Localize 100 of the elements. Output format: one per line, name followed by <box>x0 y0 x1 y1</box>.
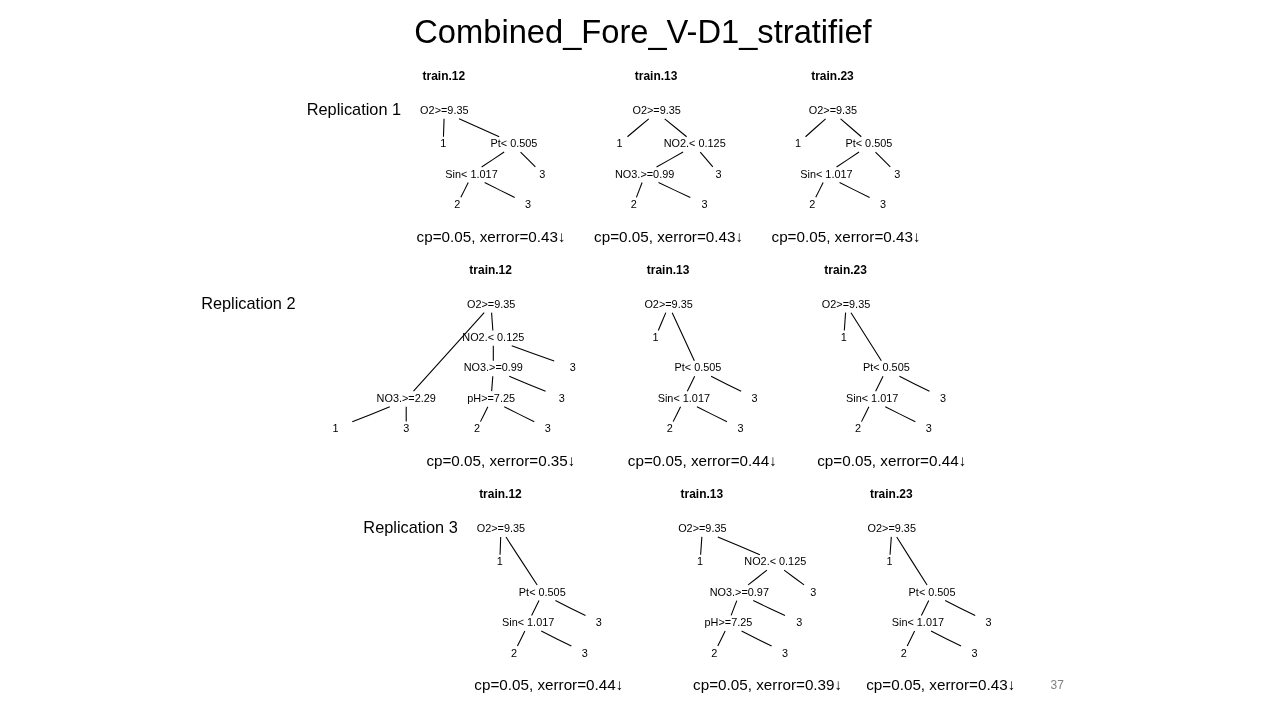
connector <box>849 312 882 362</box>
node-text: NO2.< 0.125 <box>461 330 524 343</box>
node-text: pH>=7.25 <box>704 616 752 629</box>
connector <box>920 600 929 616</box>
node-text: O2>=9.35 <box>631 103 681 116</box>
label: cp=0.05, xerror=0.43↓ <box>593 227 743 245</box>
connector <box>930 630 962 647</box>
node-text: 1 <box>794 137 801 150</box>
connector <box>860 406 869 423</box>
connector <box>906 630 915 647</box>
node-text: Sin< 1.017 <box>444 167 498 180</box>
label: 37 <box>1050 678 1064 693</box>
label: cp=0.05, xerror=0.39↓ <box>692 676 842 694</box>
node-text: NO3.>=0.99 <box>614 167 674 180</box>
connector <box>442 118 445 138</box>
connector <box>686 375 695 392</box>
connector <box>657 182 691 199</box>
label: train.13 <box>646 262 689 277</box>
node-text: Pt< 0.505 <box>674 361 721 374</box>
node-text: Sin< 1.017 <box>891 616 944 629</box>
label: cp=0.05, xerror=0.43↓ <box>865 676 1015 694</box>
label: train.13 <box>634 68 677 83</box>
connector <box>508 375 546 392</box>
connector <box>671 312 695 362</box>
node-text: Pt< 0.505 <box>844 137 892 150</box>
connector <box>657 312 666 332</box>
node-text: 1 <box>840 330 847 343</box>
node-text: 3 <box>795 616 802 629</box>
connector <box>814 182 824 198</box>
node-text: 3 <box>715 167 722 180</box>
node-text: 3 <box>893 167 900 180</box>
connector <box>874 375 884 392</box>
connector <box>699 536 702 556</box>
node-text: O2>=9.35 <box>643 297 693 310</box>
node-text: 3 <box>544 422 551 435</box>
node-text: 3 <box>781 646 788 659</box>
node-text: 1 <box>886 555 893 568</box>
node-text: Pt< 0.505 <box>908 585 955 598</box>
connector <box>716 536 760 556</box>
connector <box>804 118 826 138</box>
connector <box>838 182 870 199</box>
label: train.23 <box>869 487 913 501</box>
node-text: Sin< 1.017 <box>501 616 554 629</box>
node-text: 1 <box>696 555 703 568</box>
node-text: 3 <box>581 646 588 659</box>
label: train.12 <box>422 68 465 83</box>
node-text: O2>=9.35 <box>821 297 870 310</box>
label: Replication 3 <box>362 518 458 537</box>
node-text: 3 <box>970 646 978 659</box>
label: cp=0.05, xerror=0.44↓ <box>473 676 623 694</box>
node-text: NO3.>=0.99 <box>463 361 523 374</box>
label: train.13 <box>680 487 723 501</box>
node-text: O2>=9.35 <box>677 521 727 534</box>
node-text: Sin< 1.017 <box>657 391 710 404</box>
label: train.12 <box>478 487 522 501</box>
node-text: O2>=9.35 <box>476 521 525 534</box>
node-text: 3 <box>569 361 576 374</box>
connector <box>480 151 505 168</box>
node-text: 3 <box>538 167 545 180</box>
connector <box>895 536 928 586</box>
connector <box>412 312 485 392</box>
connector <box>503 406 535 423</box>
connector <box>944 600 976 617</box>
node-text: NO2.< 0.125 <box>743 555 806 568</box>
connector <box>351 406 390 423</box>
node-text: Sin< 1.017 <box>799 167 853 180</box>
connector <box>889 536 892 556</box>
connector <box>730 600 737 616</box>
connector <box>540 630 572 647</box>
node-text: O2>=9.35 <box>808 103 857 116</box>
connector <box>519 151 536 168</box>
connector <box>835 151 860 168</box>
connector <box>655 151 684 168</box>
node-text: Pt< 0.505 <box>490 137 537 150</box>
node-text: 2 <box>473 422 480 435</box>
node-text: 3 <box>751 391 758 404</box>
node-text: 2 <box>453 198 460 211</box>
label: cp=0.05, xerror=0.43↓ <box>416 227 566 245</box>
connector <box>884 406 916 423</box>
connector <box>405 406 407 423</box>
node-text: 3 <box>925 422 932 435</box>
node-text: Pt< 0.505 <box>862 361 910 374</box>
node-text: 2 <box>808 198 815 211</box>
connector <box>663 118 687 138</box>
connector <box>492 345 494 362</box>
connector <box>499 536 501 556</box>
connector <box>504 536 538 586</box>
connector <box>874 151 891 168</box>
label: cp=0.05, xerror=0.43↓ <box>771 227 921 245</box>
connector <box>554 600 586 617</box>
node-text: 2 <box>510 646 517 659</box>
connector <box>483 182 515 199</box>
connector <box>752 600 786 617</box>
node-text: 1 <box>496 555 503 568</box>
node-text: NO2.< 0.125 <box>663 137 726 150</box>
node-text: O2>=9.35 <box>419 103 468 116</box>
node-text: 3 <box>879 198 886 211</box>
node-text: 1 <box>439 137 446 150</box>
connector <box>747 569 767 586</box>
node-text: 3 <box>524 198 531 211</box>
